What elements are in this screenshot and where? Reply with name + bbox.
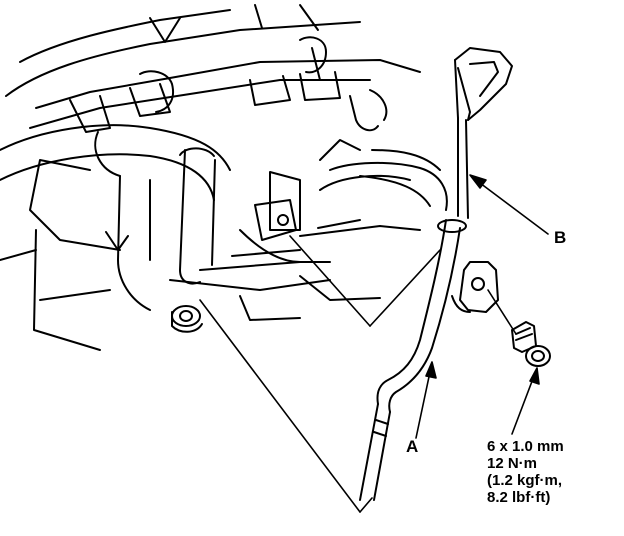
torque-kgfm: (1.2 kgf·m, [487, 472, 563, 489]
leader-lines [200, 236, 516, 512]
mounting-bolt [512, 322, 550, 366]
dipstick-tube [360, 220, 466, 500]
label-a: A [406, 437, 419, 456]
engine-background [0, 5, 447, 350]
torque-nm: 12 N·m [487, 455, 538, 472]
bolt-size: 6 x 1.0 mm [487, 438, 564, 455]
torque-lbfft: 8.2 lbf·ft) [487, 489, 551, 506]
label-b: B [554, 228, 567, 247]
tube-bracket [452, 262, 498, 312]
dipstick [455, 48, 512, 218]
callout-arrows [416, 174, 548, 438]
torque-spec: 6 x 1.0 mm 12 N·m (1.2 kgf·m, 8.2 lbf·ft… [487, 438, 564, 506]
